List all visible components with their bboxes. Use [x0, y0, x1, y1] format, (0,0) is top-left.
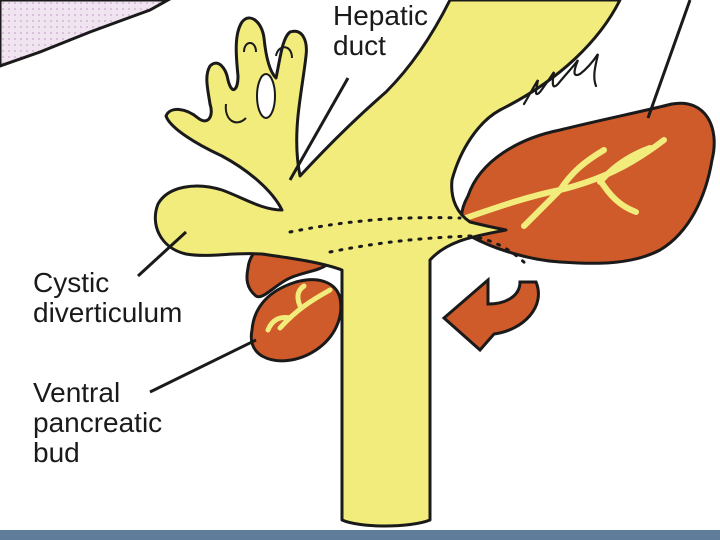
label-cystic-diverticulum: Cystic diverticulum — [33, 268, 182, 328]
label-ventral-line-3: bud — [33, 437, 80, 468]
label-hepatic-duct-line-2: duct — [333, 30, 386, 61]
leader-line-ventral-bud — [149, 338, 257, 394]
footer-bar — [0, 530, 720, 540]
rotation-arrow — [441, 276, 540, 353]
label-cystic-line-1: Cystic — [33, 267, 110, 298]
label-ventral-pancreatic-bud: Ventral pancreatic bud — [33, 378, 162, 468]
bile-duct-system — [153, 0, 622, 528]
leader-line-cystic-diverticulum — [136, 230, 188, 278]
dorsal-bud-duct-branches — [457, 137, 667, 229]
label-cystic-line-2: diverticulum — [33, 297, 183, 328]
ventral-pancreatic-bud-lower — [249, 278, 343, 363]
hepatic-branch-gap — [243, 42, 257, 53]
leader-line-dorsal-bud — [646, 0, 692, 119]
label-ventral-line-2: pancreatic — [33, 407, 163, 438]
leader-line-hepatic-duct — [288, 77, 350, 181]
signature-mark — [522, 53, 600, 106]
background-tissue — [0, 0, 172, 68]
ventral-bud-duct-branches — [265, 283, 333, 333]
hepatic-lumen — [256, 73, 276, 119]
label-hepatic-duct: Hepatic duct — [333, 1, 428, 61]
hepatic-branch-gap — [224, 103, 247, 124]
hepatic-branch-gap — [275, 46, 293, 59]
label-hepatic-duct-line-1: Hepatic — [333, 0, 428, 31]
label-ventral-line-1: Ventral — [33, 377, 121, 408]
